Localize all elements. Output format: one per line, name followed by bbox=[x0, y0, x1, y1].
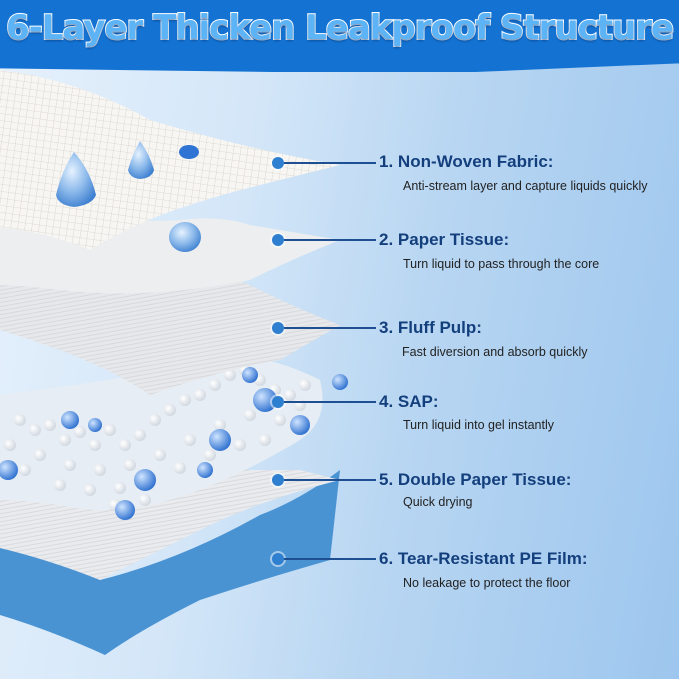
layer-title: 4. SAP: bbox=[379, 392, 439, 411]
layer-title: 3. Fluff Pulp: bbox=[379, 318, 482, 337]
page-title: 6-Layer Thicken Leakproof Structure bbox=[5, 7, 675, 49]
callout-connector bbox=[284, 479, 376, 481]
callout-dot-icon bbox=[272, 396, 284, 408]
layer-title: 6. Tear-Resistant PE Film: bbox=[379, 549, 588, 568]
layer-title: 1. Non-Woven Fabric: bbox=[379, 152, 554, 171]
layer-description: Anti-stream layer and capture liquids qu… bbox=[403, 179, 648, 193]
callout-connector bbox=[284, 327, 376, 329]
callout-connector bbox=[284, 162, 376, 164]
callout-connector bbox=[284, 558, 376, 560]
callout-dot-icon bbox=[272, 234, 284, 246]
layer-title: 5. Double Paper Tissue: bbox=[379, 470, 572, 489]
pe-film-layer bbox=[0, 470, 340, 655]
sap-layer bbox=[0, 357, 348, 520]
fluff-pulp-layer bbox=[0, 264, 340, 395]
callout-connector bbox=[284, 239, 376, 241]
callout-dot-icon bbox=[272, 474, 284, 486]
layer-description: Turn liquid into gel instantly bbox=[403, 418, 555, 432]
layer-description: Quick drying bbox=[403, 495, 473, 509]
callout-dot-icon bbox=[272, 553, 284, 565]
layer-description: Fast diversion and absorb quickly bbox=[402, 345, 588, 359]
layer-description: No leakage to protect the floor bbox=[403, 576, 571, 590]
callout-dot-icon bbox=[272, 322, 284, 334]
layer-description: Turn liquid to pass through the core bbox=[403, 257, 600, 271]
callout-dot-icon bbox=[272, 157, 284, 169]
water-drops bbox=[56, 141, 201, 252]
header-banner bbox=[0, 0, 679, 72]
non-woven-fabric-layer bbox=[0, 70, 340, 250]
callout-connector bbox=[284, 401, 376, 403]
layer-title: 2. Paper Tissue: bbox=[379, 230, 510, 249]
